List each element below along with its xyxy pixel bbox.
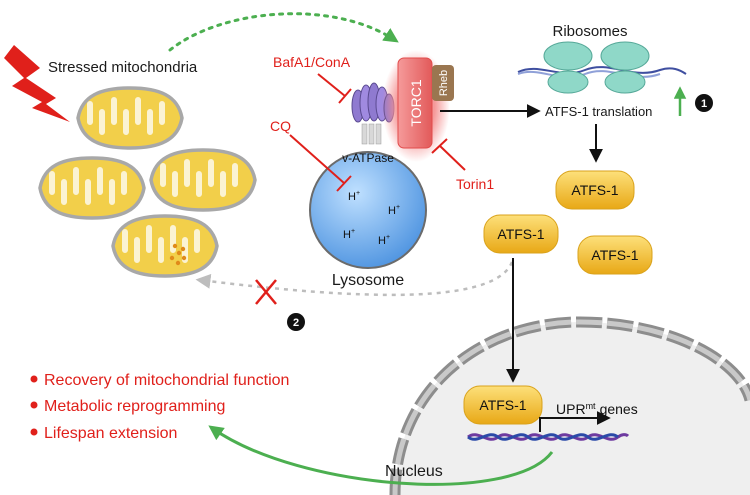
mitochondrion-4	[113, 216, 217, 276]
outcome-item: Metabolic reprogramming	[30, 398, 225, 415]
torin1-label: Torin1	[456, 176, 494, 192]
svg-text:Metabolic reprogramming: Metabolic reprogramming	[44, 398, 225, 415]
svg-text:H+: H+	[348, 190, 360, 203]
torc1-complex: TORC1 Rheb	[382, 50, 454, 162]
outcomes-list: Recovery of mitochondrial function Metab…	[30, 372, 289, 442]
outcome-item: Lifespan extension	[30, 425, 177, 442]
blocked-mitochondrial-import-path	[195, 261, 514, 297]
nucleus	[389, 316, 750, 495]
svg-text:H+: H+	[343, 228, 355, 241]
svg-text:2: 2	[293, 317, 299, 329]
mitochondrion-2	[40, 158, 144, 218]
svg-text:1: 1	[701, 98, 707, 110]
rheb-box	[432, 65, 454, 101]
torin1-inhibition-line	[431, 138, 466, 171]
svg-text:Lifespan extension: Lifespan extension	[44, 425, 177, 442]
nucleus-label: Nucleus	[385, 463, 443, 480]
svg-text:ATFS-1: ATFS-1	[497, 226, 544, 242]
blocked-cross-icon	[255, 279, 277, 305]
atfs1-protein-3: ATFS-1	[577, 235, 653, 275]
svg-text:H+: H+	[388, 204, 400, 217]
step-1-marker: 1	[695, 94, 713, 112]
atfs1-protein-2: ATFS-1	[483, 214, 559, 254]
vatpase-label: v-ATPase	[342, 151, 394, 165]
signal-arrow-to-torc1	[168, 12, 399, 52]
svg-text:ATFS-1: ATFS-1	[479, 397, 526, 413]
rheb-label: Rheb	[438, 70, 450, 96]
ribosomes-label: Ribosomes	[552, 23, 627, 40]
cq-label: CQ	[270, 118, 291, 134]
torc1-label: TORC1	[408, 79, 424, 126]
mitochondrion-1	[78, 88, 182, 148]
svg-text:H+: H+	[378, 234, 390, 247]
atfs1-protein-1: ATFS-1	[555, 170, 635, 210]
stressed-mitochondria-label: Stressed mitochondria	[48, 59, 198, 76]
stress-lightning-icon	[4, 45, 70, 122]
atfs1-translation-label: ATFS-1 translation	[545, 104, 652, 119]
bafa1-cona-label: BafA1/ConA	[273, 54, 351, 70]
cq-inhibition-line	[289, 134, 352, 192]
lysosome-label: Lysosome	[332, 272, 404, 289]
atfs1-import-dots	[169, 243, 187, 266]
step-2-marker: 2	[287, 313, 305, 331]
mitochondrion-3	[151, 150, 255, 210]
atfs1-protein-nuclear: ATFS-1	[463, 385, 543, 425]
svg-text:ATFS-1: ATFS-1	[571, 182, 618, 198]
bafa1-inhibition-line	[317, 73, 352, 104]
ribosomes	[517, 41, 687, 94]
dna-helix	[467, 433, 630, 441]
outcome-arrow	[208, 425, 554, 486]
outcome-item: Recovery of mitochondrial function	[30, 372, 289, 389]
proton-labels: H+ H+ H+ H+	[343, 190, 400, 247]
svg-text:Recovery of mitochondrial func: Recovery of mitochondrial function	[44, 372, 289, 389]
transcription-start-arrow	[539, 411, 611, 432]
svg-text:ATFS-1: ATFS-1	[591, 247, 638, 263]
lysosome	[309, 151, 427, 269]
